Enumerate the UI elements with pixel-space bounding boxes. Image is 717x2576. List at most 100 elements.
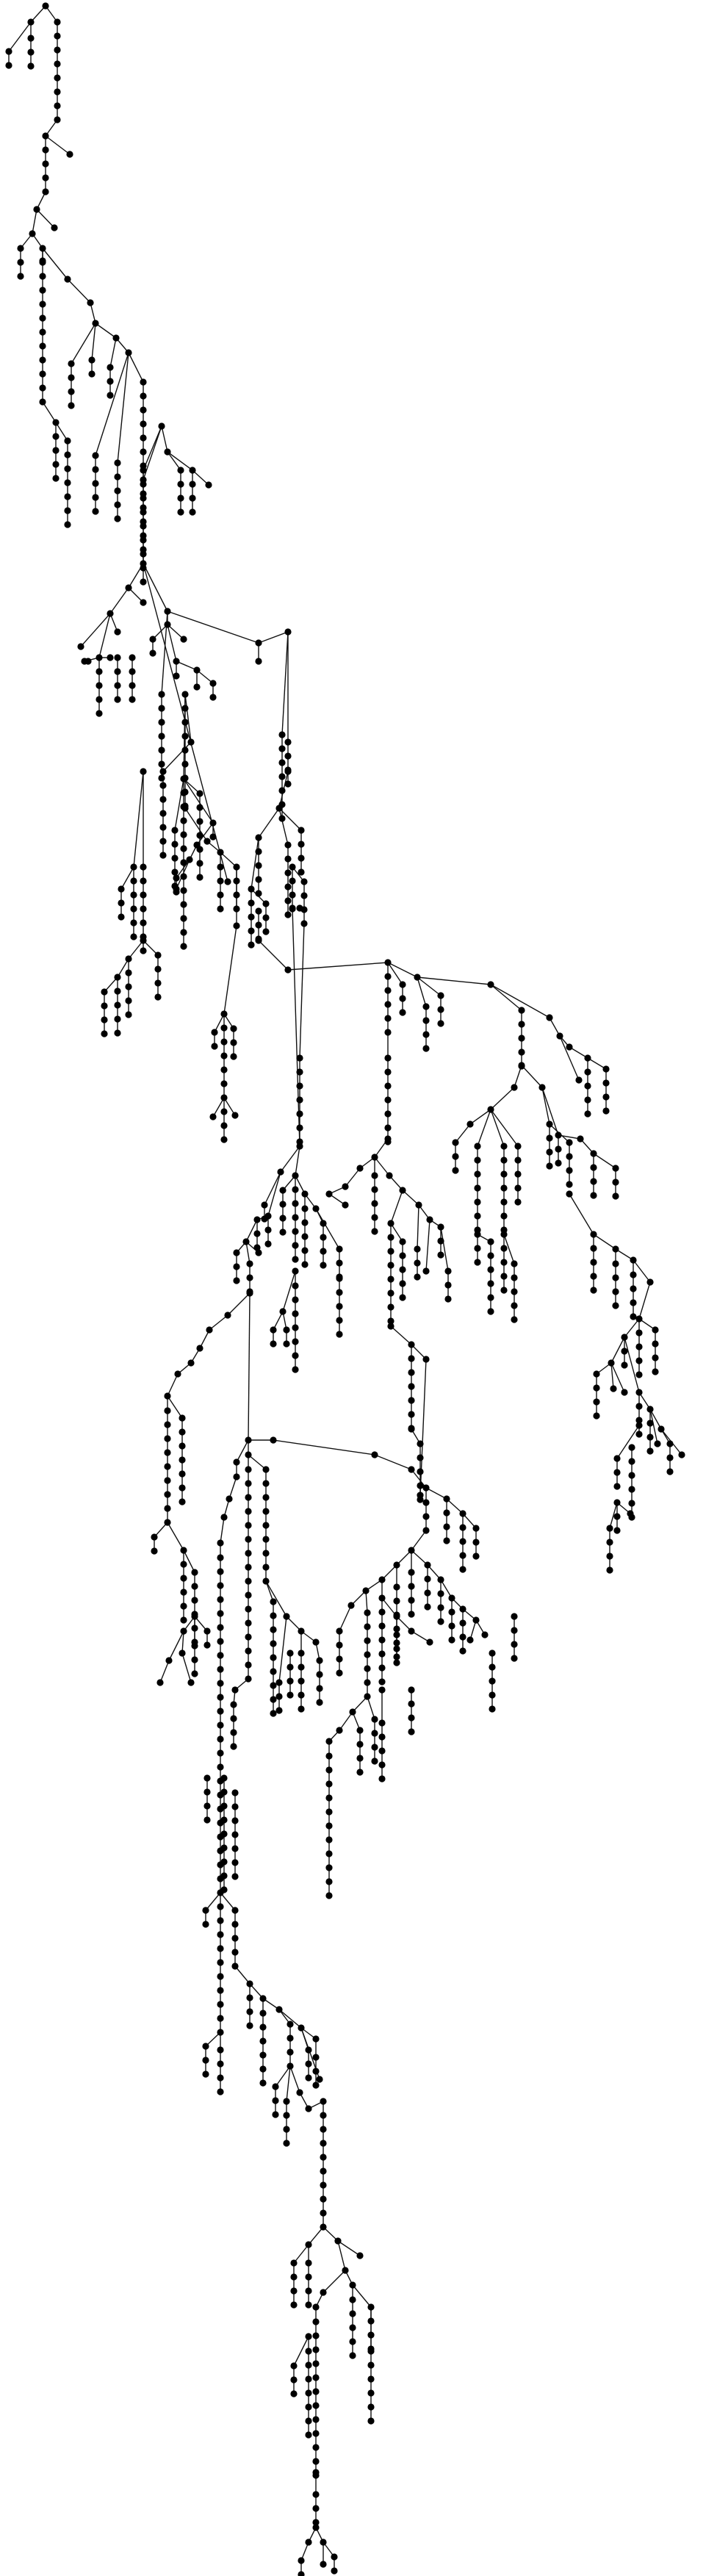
tree-edge bbox=[593, 1153, 616, 1169]
tree-node bbox=[646, 1433, 654, 1441]
tree-node bbox=[220, 1830, 228, 1838]
tree-node bbox=[140, 406, 147, 414]
tree-node bbox=[312, 2416, 320, 2423]
tree-node bbox=[289, 877, 296, 885]
tree-node bbox=[312, 2458, 320, 2465]
tree-node bbox=[399, 1238, 406, 1245]
tree-node bbox=[292, 1282, 299, 1289]
tree-node bbox=[217, 1735, 224, 1743]
tree-node bbox=[422, 1527, 430, 1534]
tree-node bbox=[459, 1510, 466, 1517]
tree-edge bbox=[411, 1469, 427, 1489]
tree-edge bbox=[315, 1208, 340, 1250]
tree-node bbox=[284, 897, 292, 904]
tree-edge bbox=[90, 302, 96, 324]
tree-node bbox=[336, 1303, 343, 1310]
tree-node bbox=[378, 1719, 386, 1727]
tree-node bbox=[217, 905, 224, 913]
tree-node bbox=[384, 1001, 392, 1008]
tree-node bbox=[217, 1680, 224, 1687]
tree-node bbox=[211, 1029, 218, 1036]
tree-node bbox=[367, 2317, 375, 2325]
tree-node bbox=[312, 2332, 320, 2339]
tree-node bbox=[371, 1451, 378, 1458]
tree-edge bbox=[67, 278, 91, 303]
tree-node bbox=[180, 887, 187, 894]
tree-node bbox=[426, 1638, 433, 1646]
tree-node bbox=[217, 2001, 224, 2008]
tree-node bbox=[255, 639, 262, 647]
tree-edge bbox=[281, 631, 289, 735]
tree-node bbox=[325, 1780, 333, 1788]
tree-node bbox=[64, 437, 71, 445]
tree-node bbox=[255, 1249, 262, 1256]
tree-node bbox=[320, 2140, 327, 2147]
tree-edge bbox=[417, 976, 491, 985]
tree-node bbox=[272, 2083, 279, 2090]
tree-edge bbox=[521, 1065, 543, 1088]
tree-node bbox=[646, 1447, 654, 1455]
tree-node bbox=[384, 1015, 392, 1022]
tree-node bbox=[590, 1245, 597, 1252]
tree-edge bbox=[55, 422, 68, 442]
tree-node bbox=[292, 1200, 299, 1207]
tree-node bbox=[230, 1025, 237, 1032]
tree-node bbox=[584, 1068, 591, 1076]
tree-node bbox=[191, 1597, 198, 1604]
tree-node bbox=[325, 1864, 333, 1871]
tree-node bbox=[230, 1743, 237, 1750]
tree-edge bbox=[236, 1439, 249, 1463]
tree-node bbox=[652, 1326, 659, 1334]
tree-node bbox=[437, 1618, 444, 1625]
tree-node bbox=[255, 862, 262, 869]
tree-edge bbox=[267, 1171, 281, 1217]
tree-node bbox=[179, 1484, 186, 1492]
tree-edge bbox=[469, 1619, 477, 1641]
tree-node bbox=[217, 1973, 224, 1980]
tree-node bbox=[164, 1392, 171, 1400]
tree-edge bbox=[167, 451, 181, 471]
tree-node bbox=[487, 1106, 494, 1113]
tree-node bbox=[118, 899, 125, 907]
tree-edge bbox=[425, 1487, 447, 1500]
tree-node bbox=[312, 2303, 320, 2311]
tree-node bbox=[298, 868, 305, 876]
tree-node bbox=[177, 494, 184, 502]
tree-node bbox=[305, 2539, 312, 2546]
tree-node bbox=[320, 2154, 327, 2161]
tree-node bbox=[437, 1020, 444, 1027]
tree-node bbox=[179, 1456, 186, 1464]
tree-edge bbox=[223, 925, 237, 1015]
tree-node bbox=[367, 2375, 375, 2383]
tree-node bbox=[114, 987, 121, 995]
tree-node bbox=[305, 2273, 312, 2281]
tree-edge bbox=[569, 1046, 588, 1059]
tree-edge bbox=[264, 1171, 281, 1206]
tree-edge bbox=[440, 1579, 453, 1599]
tree-node bbox=[384, 1096, 392, 1104]
tree-edge bbox=[120, 866, 134, 890]
tree-node bbox=[129, 668, 136, 675]
tree-edge bbox=[490, 984, 550, 1018]
tree-edge bbox=[541, 1087, 550, 1125]
tree-edge bbox=[36, 209, 55, 229]
tree-node bbox=[220, 1514, 228, 1521]
tree-edge bbox=[649, 1408, 662, 1430]
tree-node bbox=[459, 1552, 466, 1559]
tree-node bbox=[180, 789, 187, 796]
tree-node bbox=[393, 1645, 400, 1652]
tree-edge bbox=[649, 1408, 658, 1444]
tree-node bbox=[292, 1186, 299, 1193]
tree-node bbox=[54, 116, 61, 123]
tree-node bbox=[164, 621, 171, 628]
tree-node bbox=[336, 1317, 343, 1324]
tree-node bbox=[356, 1741, 364, 1748]
tree-node bbox=[408, 1700, 415, 1708]
tree-node bbox=[584, 1054, 591, 1062]
tree-node bbox=[259, 2079, 267, 2087]
tree-node bbox=[424, 1589, 431, 1597]
tree-node bbox=[635, 1343, 643, 1350]
tree-node bbox=[459, 1524, 466, 1531]
tree-node bbox=[284, 966, 292, 974]
tree-node bbox=[231, 1817, 239, 1824]
